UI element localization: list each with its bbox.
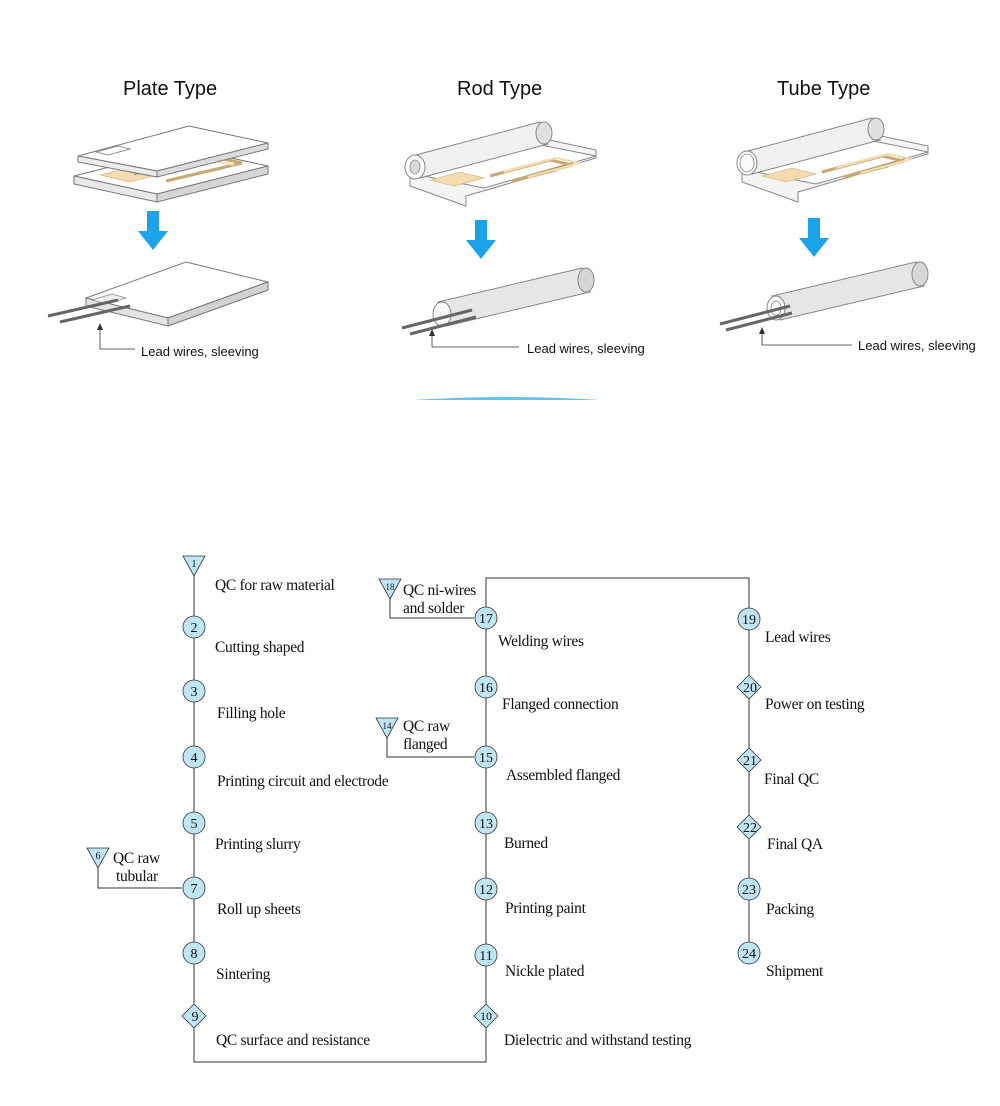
step-9-label: QC surface and resistance	[216, 1032, 370, 1049]
tube-type-title: Tube Type	[777, 78, 871, 100]
step-20-label: Power on testing	[765, 696, 865, 713]
node-11: 11	[474, 943, 498, 967]
svg-text:17: 17	[479, 612, 493, 627]
qc-14-label: QC raw flanged	[403, 718, 450, 754]
svg-text:8: 8	[191, 947, 198, 962]
step-16-label: Flanged connection	[502, 696, 619, 713]
svg-text:11: 11	[479, 949, 492, 964]
node-19: 19	[737, 607, 761, 631]
node-17: 17	[474, 606, 498, 630]
step-15-label: Assembled flanged	[506, 767, 621, 784]
step-17-label: Welding wires	[498, 633, 584, 650]
node-15: 15	[474, 745, 498, 769]
node-1: 1	[182, 555, 206, 577]
svg-text:5: 5	[191, 817, 198, 832]
step-4-label: Printing circuit and electrode	[217, 773, 389, 790]
svg-text:15: 15	[479, 751, 493, 766]
node-1-num: 1	[192, 559, 197, 570]
step-19-label: Lead wires	[765, 629, 831, 646]
node-16: 16	[474, 675, 498, 699]
qc-18-line1: QC ni-wires	[403, 582, 476, 599]
qc-18-line2: and solder	[403, 600, 465, 617]
node-2: 2	[182, 615, 206, 639]
svg-text:21: 21	[743, 754, 757, 769]
step-24-label: Shipment	[766, 963, 824, 980]
step-23-label: Packing	[766, 901, 814, 918]
plate-lead-label: Lead wires, sleeving	[141, 344, 259, 359]
flow-lines	[97, 565, 750, 1063]
qc-6-line1: QC raw	[113, 850, 160, 867]
step-22-label: Final QA	[767, 836, 823, 853]
svg-text:7: 7	[191, 882, 198, 897]
plate-type-title: Plate Type	[123, 78, 218, 100]
qc-6-label: QC raw tubular	[113, 850, 160, 886]
step-1-label: QC for raw material	[215, 577, 335, 594]
svg-text:23: 23	[742, 883, 756, 898]
svg-text:9: 9	[192, 1010, 199, 1025]
svg-text:20: 20	[743, 681, 757, 696]
svg-text:24: 24	[742, 947, 756, 962]
svg-text:18: 18	[386, 582, 396, 592]
qc-14-line1: QC raw	[403, 718, 450, 735]
product-illustrations	[47, 117, 929, 400]
step-10-label: Dielectric and withstand testing	[504, 1032, 692, 1049]
node-6: 6	[86, 847, 110, 869]
node-7: 7	[182, 876, 206, 900]
node-23: 23	[737, 877, 761, 901]
node-4: 4	[182, 745, 206, 769]
step-8-label: Sintering	[216, 966, 271, 983]
node-5: 5	[182, 811, 206, 835]
plate-exploded-illustration	[47, 125, 270, 350]
tube-wrap-illustration	[719, 117, 929, 346]
node-3: 3	[182, 679, 206, 703]
node-8: 8	[182, 941, 206, 965]
node-18: 18	[378, 578, 402, 600]
svg-text:10: 10	[480, 1009, 492, 1023]
node-12: 12	[474, 877, 498, 901]
rod-wrap-illustration	[401, 121, 597, 348]
production-process-banner	[414, 397, 600, 400]
qc-6-line2: tubular	[116, 868, 158, 885]
svg-text:3: 3	[191, 685, 198, 700]
svg-text:13: 13	[479, 817, 493, 832]
node-13: 13	[474, 811, 498, 835]
node-20: 20	[736, 674, 762, 700]
svg-text:2: 2	[191, 621, 198, 636]
svg-text:14: 14	[383, 721, 393, 731]
node-21: 21	[736, 747, 762, 773]
rod-type-title: Rod Type	[457, 78, 543, 100]
rod-lead-label: Lead wires, sleeving	[527, 341, 645, 356]
step-5-label: Printing slurry	[215, 836, 301, 853]
step-11-label: Nickle plated	[505, 963, 585, 980]
node-10: 10	[473, 1003, 499, 1029]
banner-title: Production Process	[376, 432, 638, 462]
step-2-label: Cutting shaped	[215, 639, 305, 656]
node-14: 14	[375, 717, 399, 739]
node-22: 22	[736, 814, 762, 840]
node-9: 9	[181, 1003, 207, 1029]
svg-text:4: 4	[191, 751, 198, 766]
svg-text:16: 16	[479, 681, 493, 696]
step-21-label: Final QC	[764, 771, 819, 788]
qc-18-label: QC ni-wires and solder	[403, 582, 476, 618]
qc-14-line2: flanged	[403, 736, 448, 753]
tube-lead-label: Lead wires, sleeving	[858, 338, 976, 353]
step-3-label: Filling hole	[217, 705, 286, 722]
svg-text:6: 6	[96, 851, 101, 862]
step-12-label: Printing paint	[505, 900, 586, 917]
svg-text:12: 12	[479, 883, 493, 898]
node-24: 24	[737, 941, 761, 965]
step-7-label: Roll up sheets	[217, 901, 301, 918]
svg-text:19: 19	[742, 613, 756, 628]
svg-text:22: 22	[743, 821, 757, 836]
step-13-label: Burned	[504, 835, 548, 852]
